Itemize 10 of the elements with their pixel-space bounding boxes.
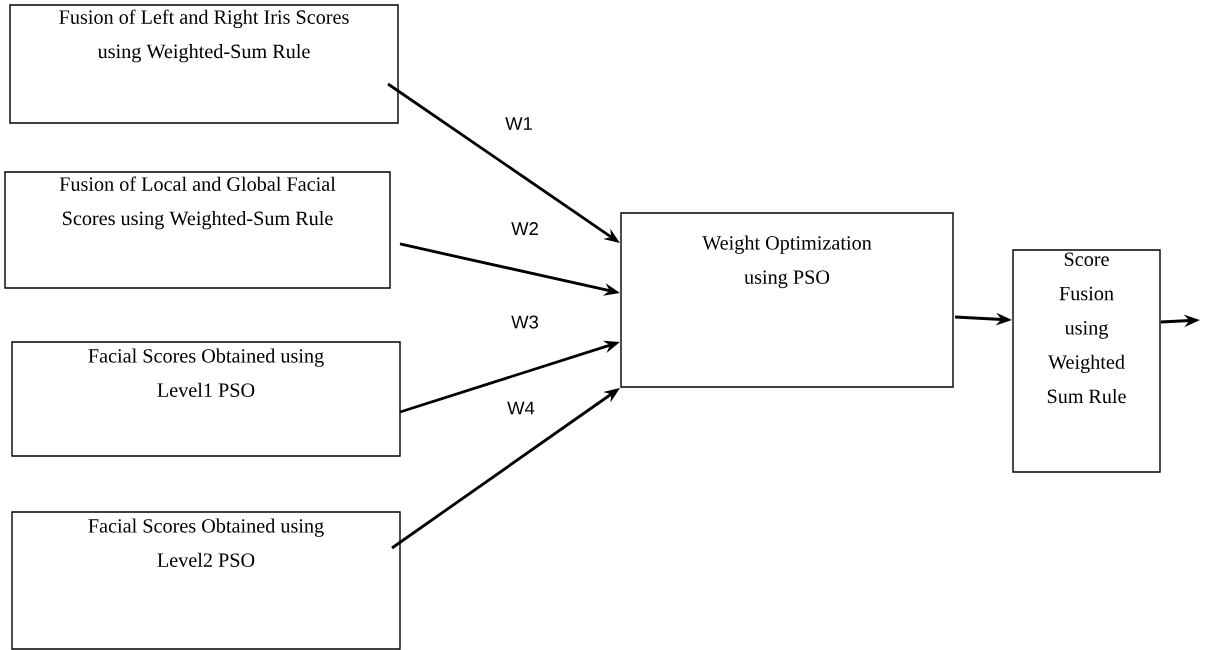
- edge-label: W2: [509, 220, 541, 237]
- edge-label: W3: [509, 313, 541, 331]
- edge-label: W1: [503, 115, 535, 132]
- process-box: Score Fusion using Weighted Sum Rule: [1012, 249, 1161, 473]
- process-box: Facial Scores Obtained using Level2 PSO: [11, 511, 401, 650]
- process-box: Facial Scores Obtained using Level1 PSO: [11, 341, 401, 457]
- process-box: Fusion of Left and Right Iris Scores using Weighted-Sum Rule: [9, 4, 399, 124]
- edge-label: W4: [505, 399, 537, 417]
- process-box: Weight Optimization using PSO: [620, 212, 954, 388]
- process-box: Fusion of Local and Global Facial Scores using Weighted-Sum Rule: [4, 171, 391, 289]
